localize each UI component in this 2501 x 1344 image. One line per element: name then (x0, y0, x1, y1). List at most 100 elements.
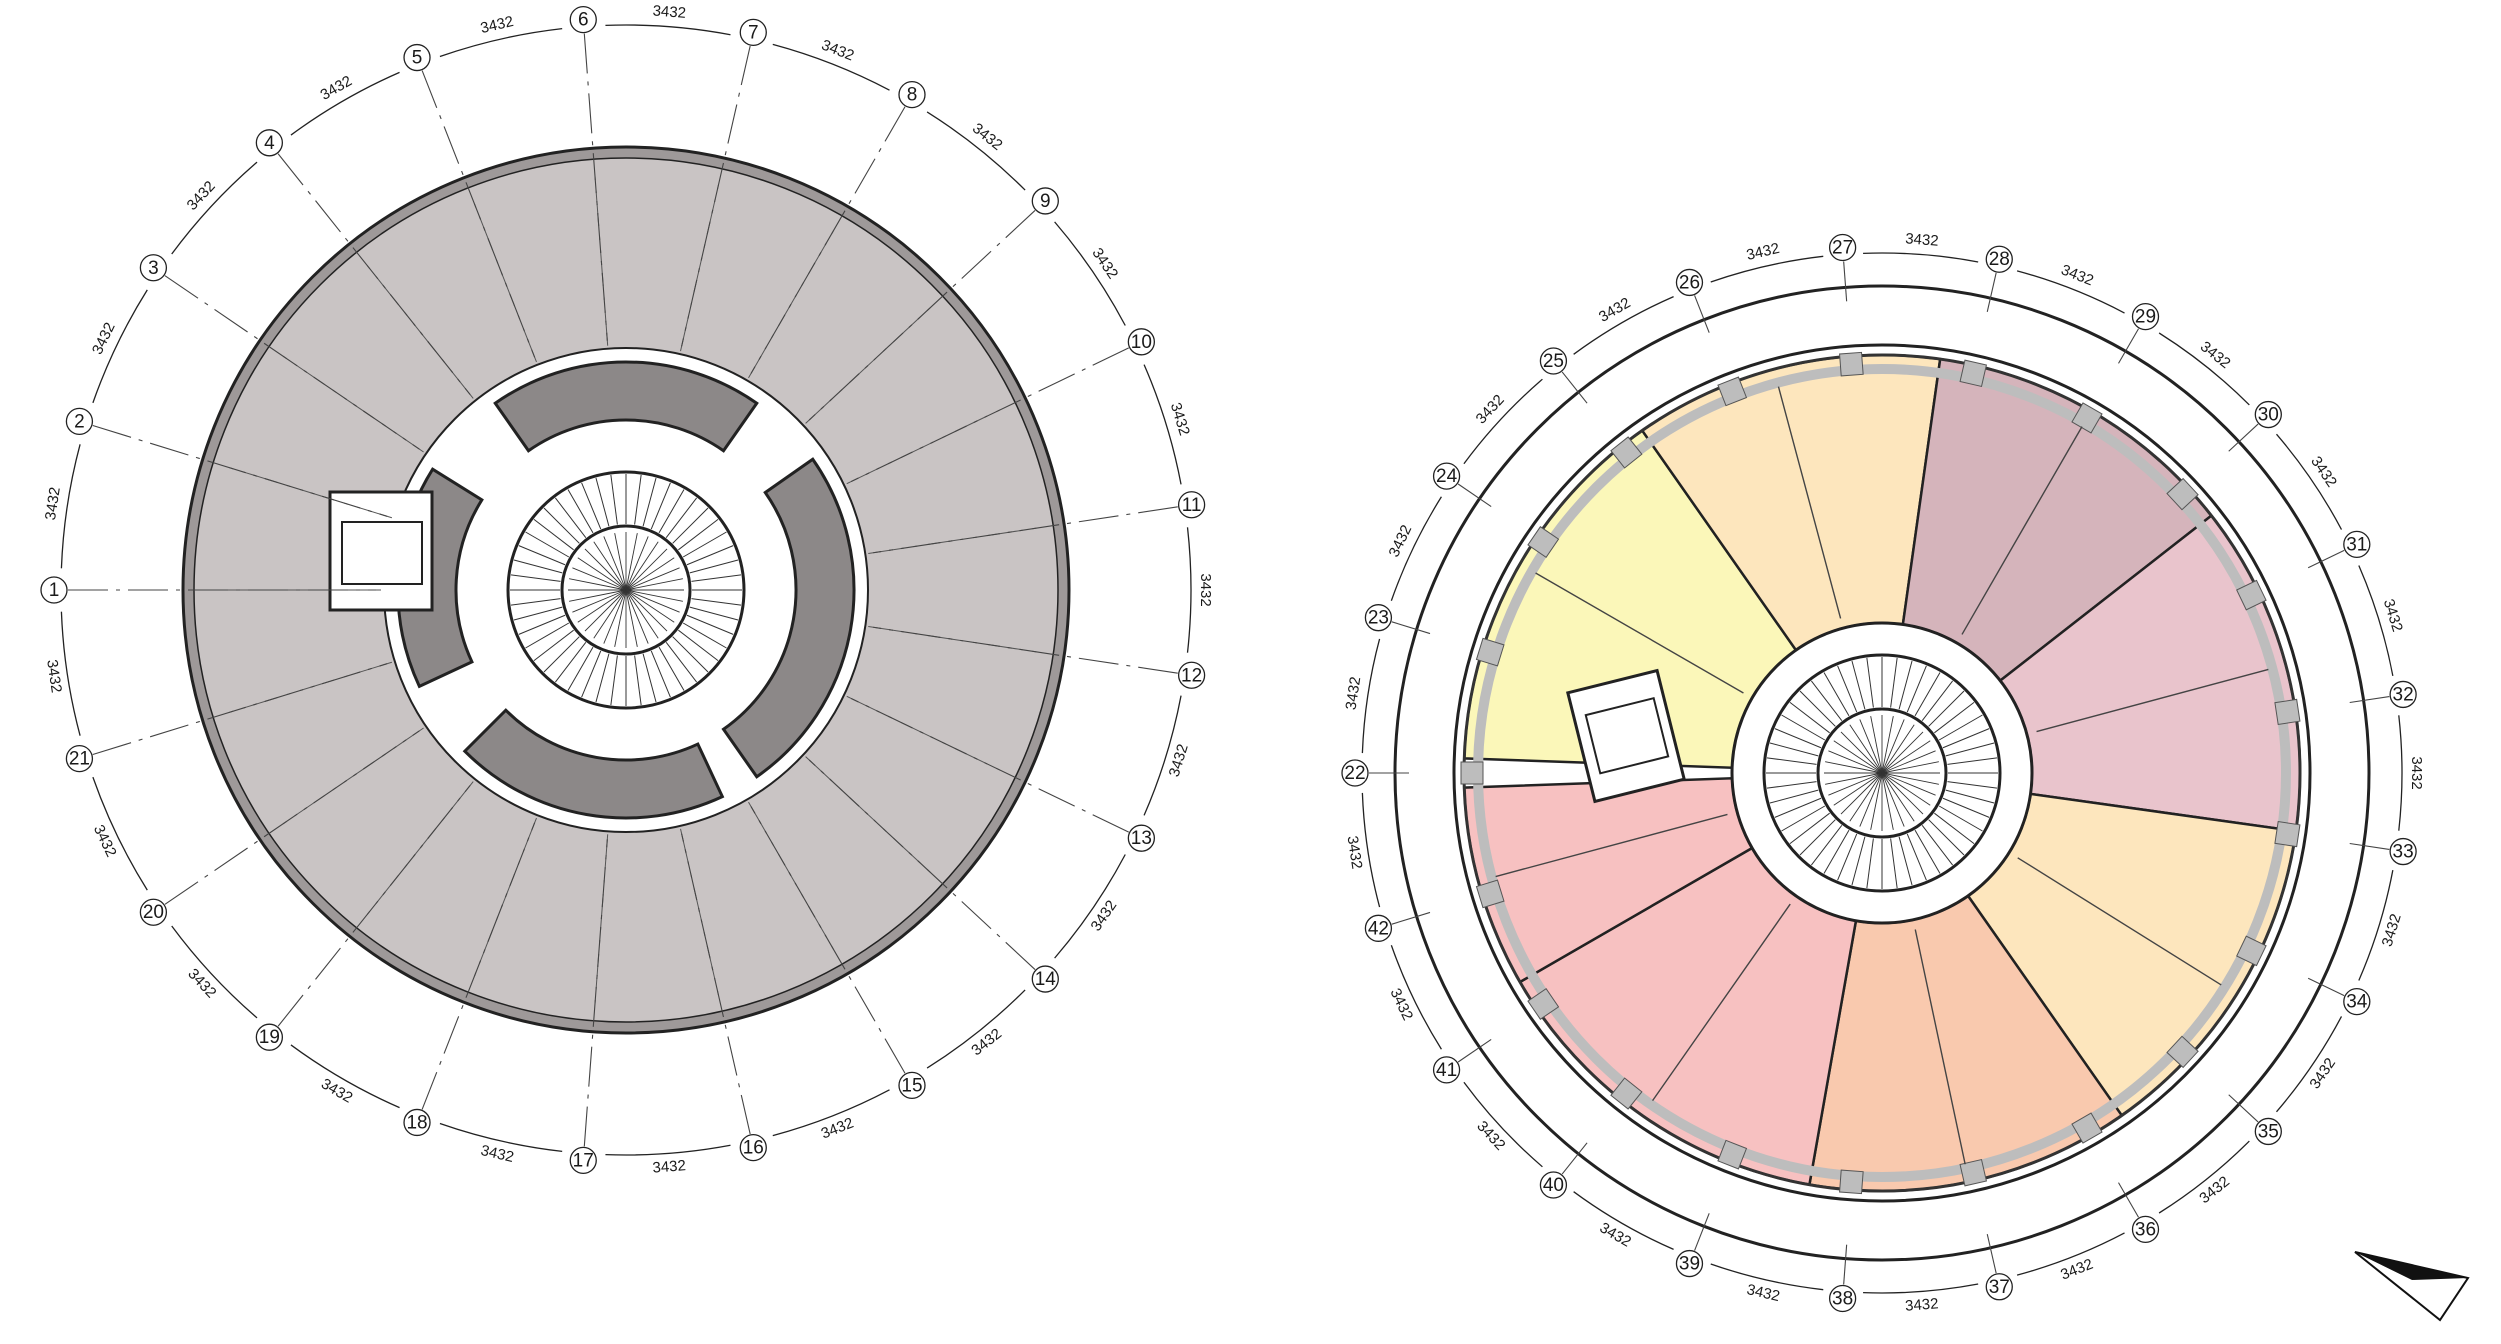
grid-line (808, 210, 1036, 421)
svg-text:37: 37 (1989, 1277, 2010, 1298)
grid-line (164, 275, 420, 450)
svg-text:6: 6 (578, 10, 589, 31)
grid-line (1843, 1241, 1848, 1285)
dimension-label: 3432 (1473, 391, 1508, 427)
grid-bubble: 12 (1177, 661, 1206, 689)
dimension-label: 3432 (318, 72, 355, 103)
grid-bubble: 41 (1432, 1056, 1461, 1084)
grid-line (2305, 549, 2345, 570)
grid-bubble: 6 (569, 5, 597, 34)
dimension-label: 3432 (2306, 1055, 2339, 1092)
grid-bubble: 33 (2389, 837, 2417, 866)
dimension-label: 3432 (2380, 597, 2406, 634)
grid-bubble: 1 (40, 576, 68, 604)
svg-text:28: 28 (1989, 249, 2010, 270)
grid-line (583, 33, 608, 341)
svg-text:32: 32 (2393, 684, 2414, 705)
dimension-label: 3432 (1905, 230, 1940, 249)
core-wall (493, 360, 759, 453)
dimension-label: 3432 (90, 822, 120, 859)
dimension-label: 3432 (1343, 676, 1365, 712)
grid-line (583, 839, 608, 1147)
dimension-label: 3432 (2059, 261, 2096, 289)
svg-text:35: 35 (2258, 1121, 2279, 1142)
dimension-label: 3432 (2307, 453, 2340, 490)
svg-text:14: 14 (1035, 969, 1057, 990)
dimension-label: 3432 (2196, 1173, 2233, 1207)
grid-line (1561, 371, 1590, 406)
north-arrow-icon (2354, 1251, 2470, 1322)
dimension-label: 3432 (318, 1075, 355, 1106)
dimension-label: 3432 (42, 486, 64, 522)
grid-bubble: 23 (1364, 604, 1393, 632)
svg-text:30: 30 (2258, 405, 2279, 426)
grid-line (92, 425, 388, 517)
grid-line (2116, 1179, 2139, 1218)
grid-bubble: 2 (65, 407, 94, 436)
dimension-label: 3432 (1088, 897, 1121, 934)
svg-text:34: 34 (2346, 992, 2368, 1013)
dimension-label: 3432 (819, 37, 856, 65)
dimension-label: 3432 (2408, 756, 2425, 789)
grid-line (681, 45, 751, 347)
core-wall (462, 708, 725, 820)
grid-bubble: 14 (1031, 965, 1059, 993)
svg-text:31: 31 (2346, 534, 2367, 555)
grid-bubble: 11 (1177, 491, 1206, 519)
grid-line (2346, 842, 2390, 851)
grid-line (2305, 976, 2345, 997)
svg-text:2: 2 (74, 411, 85, 432)
grid-bubble: 42 (1364, 914, 1393, 942)
grid-line (1457, 1037, 1494, 1063)
dimension-label: 3432 (1745, 1281, 1781, 1305)
grid-line (1391, 911, 1434, 925)
dimension-label: 3432 (1197, 573, 1214, 606)
dimension-label: 3432 (969, 120, 1006, 154)
svg-text:36: 36 (2135, 1219, 2156, 1240)
grid-line (851, 347, 1129, 483)
dimension-label: 3432 (1166, 742, 1192, 779)
grid-bubble: 32 (2389, 680, 2417, 709)
svg-text:41: 41 (1436, 1060, 1457, 1081)
grid-line (851, 697, 1129, 833)
svg-text:24: 24 (1436, 466, 1458, 487)
grid-bubble: 15 (898, 1071, 926, 1100)
grid-bubble: 28 (1985, 245, 2013, 273)
grid-bubble: 36 (2131, 1215, 2160, 1244)
dimension-label: 3432 (2379, 912, 2405, 949)
svg-text:22: 22 (1344, 763, 1365, 784)
svg-text:19: 19 (259, 1027, 280, 1048)
svg-text:25: 25 (1543, 351, 1564, 372)
grid-line (1457, 483, 1494, 509)
grid-bubble: 26 (1675, 268, 1704, 297)
svg-text:11: 11 (1182, 495, 1202, 516)
grid-bubble: 8 (898, 80, 926, 109)
grid-line (277, 153, 471, 395)
svg-text:16: 16 (743, 1138, 764, 1159)
svg-text:17: 17 (573, 1150, 594, 1171)
svg-text:15: 15 (901, 1075, 922, 1096)
svg-text:8: 8 (907, 85, 918, 106)
grid-bubble: 29 (2131, 302, 2160, 331)
dimension-label: 3432 (184, 178, 219, 214)
grid-line (2226, 423, 2259, 454)
svg-text:26: 26 (1679, 272, 1700, 293)
grid-bubble: 13 (1127, 824, 1156, 852)
grid-bubble: 38 (1828, 1284, 1857, 1313)
grid-bubble: 19 (255, 1023, 284, 1051)
grid-bubble: 10 (1127, 328, 1156, 356)
grid-line (1843, 261, 1848, 305)
grid-line (277, 785, 471, 1027)
grid-bubble: 4 (255, 129, 284, 157)
grid-bubble: 40 (1539, 1171, 1568, 1199)
grid-line (873, 506, 1178, 554)
svg-text:7: 7 (748, 22, 759, 43)
svg-text:4: 4 (264, 133, 275, 154)
svg-text:23: 23 (1368, 608, 1389, 629)
grid-bubble: 7 (739, 18, 767, 46)
dimension-label: 3432 (2197, 338, 2234, 372)
grid-line (1694, 295, 1711, 336)
grid-line (750, 106, 906, 374)
